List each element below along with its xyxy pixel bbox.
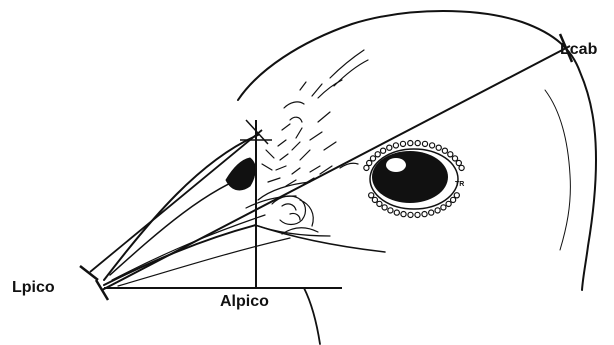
eyelid-scale bbox=[448, 152, 453, 157]
eye-mark-label: TR bbox=[455, 181, 464, 188]
eyelid-scale bbox=[394, 210, 399, 215]
head-outline-inner bbox=[545, 90, 570, 250]
eyelid-scale bbox=[436, 145, 441, 150]
eyelid-scale bbox=[369, 193, 374, 198]
eyelid-scale bbox=[367, 160, 372, 165]
eyelid-scale bbox=[364, 165, 369, 170]
eyelid-scale bbox=[393, 143, 398, 148]
head-length-label: Lcab bbox=[560, 41, 598, 58]
eyelid-scale bbox=[372, 197, 377, 202]
eyelid-scale bbox=[456, 160, 461, 165]
eyelid-scale bbox=[375, 152, 380, 157]
eyelid-scale bbox=[415, 141, 420, 146]
throat-line bbox=[255, 225, 385, 252]
eyelid-scale bbox=[441, 205, 446, 210]
eyelid-scale bbox=[370, 156, 375, 161]
eyelid-scale bbox=[388, 208, 393, 213]
head-length-line bbox=[102, 46, 570, 290]
eyelid-scale bbox=[451, 197, 456, 202]
feather-texture bbox=[262, 82, 358, 186]
face-streaks bbox=[246, 50, 368, 208]
eyelid-scale bbox=[435, 208, 440, 213]
eyelid-scale bbox=[429, 210, 434, 215]
eyelid-scale bbox=[454, 193, 459, 198]
eyelid-scale bbox=[401, 212, 406, 217]
nostril bbox=[226, 158, 255, 190]
bill-length-label: Lpico bbox=[12, 279, 55, 296]
bill-height-label: Alpico bbox=[220, 293, 269, 310]
eyelid-scale bbox=[430, 143, 435, 148]
eyelid-scale bbox=[422, 212, 427, 217]
eyelid-scale bbox=[459, 165, 464, 170]
eyelid-scale bbox=[408, 212, 413, 217]
eyelid-scale bbox=[422, 141, 427, 146]
eyelid-scale bbox=[382, 205, 387, 210]
eyelid-scale bbox=[387, 145, 392, 150]
eyelid-scale bbox=[452, 156, 457, 161]
eyelid-scale bbox=[381, 148, 386, 153]
gape-feathers bbox=[272, 196, 318, 234]
eyelid-scale bbox=[415, 212, 420, 217]
bill-upper-culmen bbox=[104, 135, 258, 280]
eyelid-scale bbox=[408, 141, 413, 146]
eyelid-scale bbox=[377, 201, 382, 206]
eye-pupil bbox=[372, 151, 448, 203]
eyelid-scale bbox=[446, 201, 451, 206]
eye-highlight bbox=[386, 158, 406, 172]
bill-chin-line bbox=[255, 225, 330, 236]
eyelid-scale bbox=[400, 141, 405, 146]
neck-line bbox=[304, 288, 320, 344]
eyelid-scale bbox=[442, 148, 447, 153]
